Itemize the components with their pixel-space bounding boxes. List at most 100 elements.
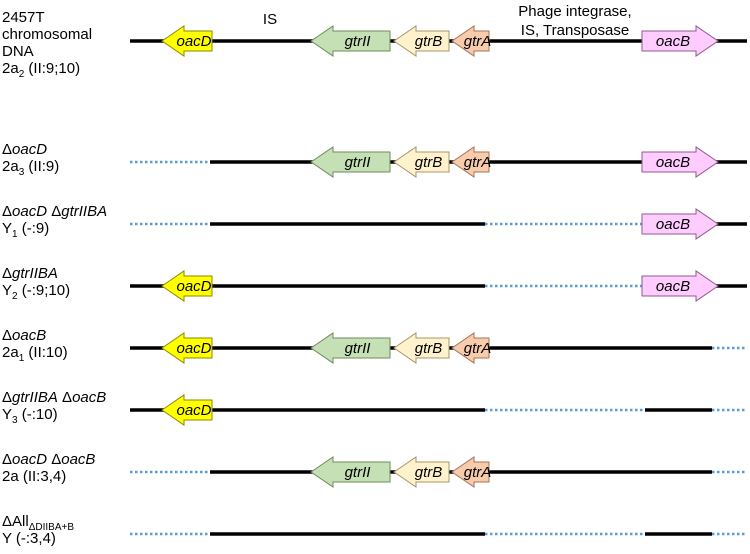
row-label-line: 2a2 (II:9;10)	[2, 60, 80, 80]
row-label-run: (-:9;10)	[18, 282, 71, 299]
gene-label-oacD: oacD	[176, 33, 211, 50]
row-label-run: ΔDIIBA+B	[29, 522, 75, 533]
row-label-run: (II:9)	[24, 158, 59, 175]
phage-annotation-line2: IS, Transposase	[521, 22, 629, 39]
row-label-run: 2	[19, 69, 25, 80]
row-label-run: Δ	[2, 389, 12, 406]
gene-arrow-gtrB	[393, 146, 450, 178]
row-label-run: gtrIIBA	[12, 389, 58, 406]
gene-arrow-gtrII	[310, 25, 391, 57]
row-label-run: 2a	[2, 344, 19, 361]
row-label-run: Y	[2, 406, 12, 423]
row-label-line: ΔAllΔDIIBA+B	[2, 513, 74, 533]
row-label-run: gtrIIBA	[61, 203, 107, 220]
row-label-run: (II:9;10)	[24, 60, 80, 77]
gene-label-oacB: oacB	[656, 278, 690, 295]
gene-arrow-oacD	[161, 332, 213, 364]
gene-label-gtrA: gtrA	[464, 464, 492, 481]
gene-label-oacB: oacB	[656, 33, 690, 50]
gene-arrow-oacD	[161, 394, 213, 426]
row-label-run: oacB	[72, 389, 106, 406]
row-label-run: Δ	[2, 327, 12, 344]
gene-arrow-oacB	[641, 146, 719, 178]
row-label-run: 2a	[2, 60, 19, 77]
gene-label-gtrA: gtrA	[464, 154, 492, 171]
gene-label-oacB: oacB	[656, 154, 690, 171]
row-label-run: 2a	[2, 158, 19, 175]
row-label-run: oacB	[12, 327, 46, 344]
row-label-line: ΔoacD ΔgtrIIBA	[2, 203, 107, 220]
gene-label-gtrA: gtrA	[464, 33, 492, 50]
phage-annotation-line1: Phage integrase,	[518, 3, 631, 20]
gene-arrow-gtrA	[451, 146, 490, 178]
row-label-run: Y (-:3,4)	[2, 530, 56, 547]
gene-label-gtrB: gtrB	[415, 154, 443, 171]
row-label-run: (-:9)	[18, 220, 50, 237]
gene-arrow-oacB	[641, 25, 719, 57]
gene-arrow-oacB	[641, 208, 719, 240]
row-label-run: oacD	[12, 451, 47, 468]
row-label-run: Δ	[47, 451, 61, 468]
row-label-run: 2457T	[2, 9, 45, 26]
gene-arrow-gtrB	[393, 456, 450, 488]
gene-arrow-gtrA	[451, 332, 490, 364]
gene-arrow-oacD	[161, 25, 213, 57]
row-label-run: 3	[12, 415, 18, 426]
gene-label-oacD: oacD	[176, 402, 211, 419]
row-label-run: 2a (II:3,4)	[2, 468, 66, 485]
row-label-run: oacB	[61, 451, 95, 468]
gene-label-gtrII: gtrII	[345, 340, 371, 357]
row-label-run: ΔAll	[2, 513, 29, 530]
gene-label-oacD: oacD	[176, 278, 211, 295]
row-label-run: 1	[19, 353, 25, 364]
row-label-line: ΔoacD	[2, 141, 47, 158]
row-label-line: 2457T	[2, 9, 45, 26]
gene-label-oacB: oacB	[656, 216, 690, 233]
gene-arrow-gtrII	[310, 456, 391, 488]
row-label-line: Y3 (-:10)	[2, 406, 58, 426]
row-label-line: 2a1 (II:10)	[2, 344, 68, 364]
row-label-line: Y1 (-:9)	[2, 220, 49, 240]
row-label-run: 2	[12, 291, 18, 302]
gene-arrow-gtrII	[310, 146, 391, 178]
gene-arrow-gtrA	[451, 456, 490, 488]
row-label-run: Δ	[47, 203, 61, 220]
row-label-line: Y2 (-:9;10)	[2, 282, 70, 302]
gene-arrow-oacD	[161, 270, 213, 302]
row-label-run: Δ	[58, 389, 72, 406]
gene-arrow-gtrII	[310, 332, 391, 364]
gene-arrow-oacB	[641, 270, 719, 302]
row-label-line: ΔgtrIIBA	[2, 265, 58, 282]
row-label-run: (II:10)	[24, 344, 67, 361]
gene-label-gtrII: gtrII	[345, 154, 371, 171]
row-label-run: gtrIIBA	[12, 265, 58, 282]
row-label-line: chromosomal	[2, 26, 92, 43]
row-label-run: (-:10)	[18, 406, 58, 423]
row-label-line: DNA	[2, 43, 34, 60]
row-label-line: Y (-:3,4)	[2, 530, 56, 547]
gene-label-oacD: oacD	[176, 340, 211, 357]
row-label-run: Δ	[2, 141, 12, 158]
row-label-run: 3	[19, 167, 25, 178]
gene-label-gtrB: gtrB	[415, 340, 443, 357]
row-label-run: chromosomal	[2, 26, 92, 43]
row-label-run: DNA	[2, 43, 34, 60]
gene-arrow-gtrB	[393, 25, 450, 57]
row-label-line: ΔgtrIIBA ΔoacB	[2, 389, 106, 406]
row-label-line: ΔoacD ΔoacB	[2, 451, 95, 468]
row-label-run: Δ	[2, 203, 12, 220]
row-label-line: 2a3 (II:9)	[2, 158, 59, 178]
row-label-run: Y	[2, 220, 12, 237]
construct-row-delta-all: ΔAllΔDIIBA+BY (-:3,4)	[2, 513, 747, 547]
row-label-run: 1	[12, 229, 18, 240]
row-label-line: ΔoacB	[2, 327, 46, 344]
row-label-line: 2a (II:3,4)	[2, 468, 66, 485]
row-label-run: Δ	[2, 451, 12, 468]
gene-label-gtrB: gtrB	[415, 33, 443, 50]
gene-label-gtrB: gtrB	[415, 464, 443, 481]
